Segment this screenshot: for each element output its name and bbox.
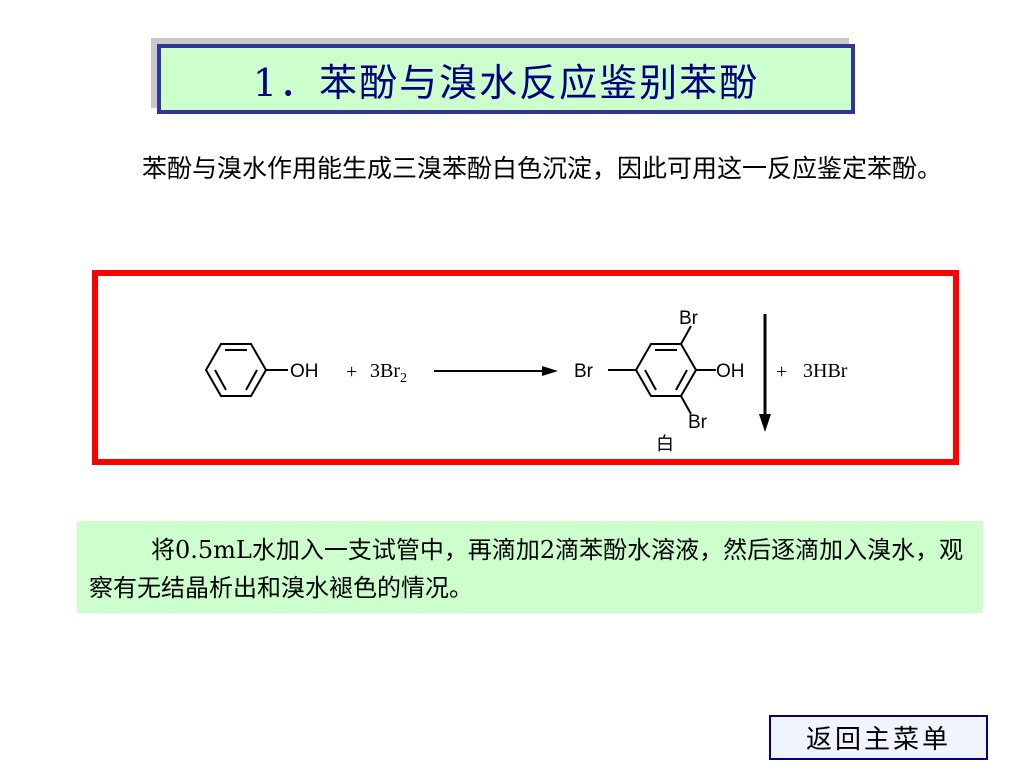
reaction-scheme: OH + 3Br2 Br Br OH Br 白 + 3HBr bbox=[204, 308, 848, 455]
plus-sign-1: + bbox=[346, 361, 357, 383]
procedure-box: 将0.5mL水加入一支试管中，再滴加2滴苯酚水溶液，然后逐滴加入溴水，观察有无结… bbox=[77, 521, 983, 613]
tribromophenol-ring bbox=[608, 325, 716, 415]
procedure-text: 将0.5mL水加入一支试管中，再滴加2滴苯酚水溶液，然后逐滴加入溴水，观察有无结… bbox=[89, 536, 964, 602]
intro-paragraph: 苯酚与溴水作用能生成三溴苯酚白色沉淀，因此可用这一反应鉴定苯酚。 bbox=[80, 150, 950, 188]
phenol-ring bbox=[204, 343, 288, 397]
product-br-left: Br bbox=[574, 361, 594, 382]
bromine-reagent-main: 3Br bbox=[370, 360, 400, 382]
bromine-reagent-subscript: 2 bbox=[400, 371, 407, 386]
page-title: 1．苯酚与溴水反应鉴别苯酚 bbox=[157, 44, 855, 114]
product-br-bottom: Br bbox=[688, 412, 708, 433]
reaction-box: OH + 3Br2 Br Br OH Br 白 + 3HBr bbox=[92, 270, 959, 465]
phenol-oh-label: OH bbox=[290, 361, 319, 382]
return-main-menu-button[interactable]: 返回主菜单 bbox=[769, 715, 988, 760]
reaction-arrow bbox=[434, 366, 558, 376]
intro-text: 苯酚与溴水作用能生成三溴苯酚白色沉淀，因此可用这一反应鉴定苯酚。 bbox=[142, 154, 943, 183]
precipitate-label: 白 bbox=[656, 434, 674, 455]
product-br-top: Br bbox=[679, 308, 699, 329]
plus-sign-2: + bbox=[776, 361, 787, 383]
product-oh-label: OH bbox=[716, 361, 745, 382]
precipitate-arrow bbox=[759, 314, 771, 432]
bromine-reagent: 3Br2 bbox=[370, 360, 407, 386]
hbr-byproduct: 3HBr bbox=[803, 360, 848, 382]
